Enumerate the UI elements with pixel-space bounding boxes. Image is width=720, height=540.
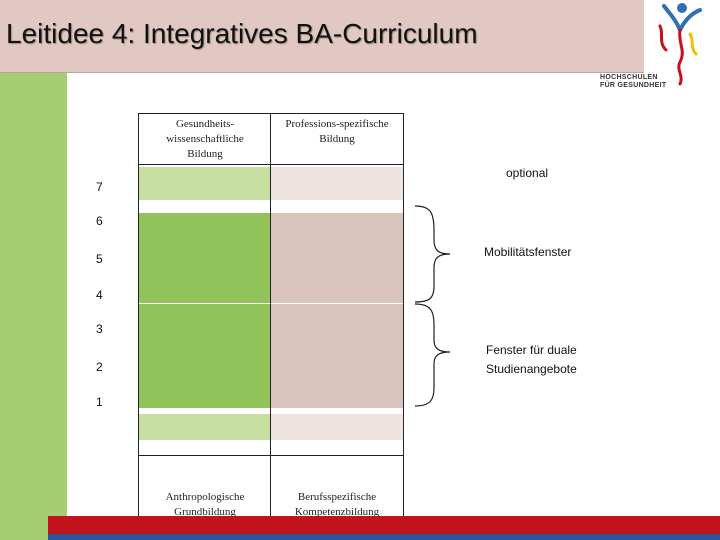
- semester-label: 7: [96, 180, 103, 194]
- cell-col1-sem3-1: [139, 304, 270, 408]
- col2-footer: Berufsspezifische Kompetenzbildung: [294, 491, 380, 518]
- cell-col1-gap: [139, 303, 270, 304]
- page-title: Leitidee 4: Integratives BA-Curriculum: [6, 18, 478, 49]
- semester-label: 3: [96, 322, 103, 336]
- semester-label: 6: [96, 214, 103, 228]
- semester-label: 5: [96, 252, 103, 266]
- semester-label: 2: [96, 360, 103, 374]
- table-header-divider: [138, 164, 404, 165]
- mobility-window-label: Mobilitätsfenster: [484, 245, 572, 259]
- curly-brace-icon: [414, 205, 451, 407]
- table-footer-divider: [138, 455, 404, 456]
- cell-col2-sem6-4: [271, 213, 403, 303]
- table-border-left: [138, 113, 139, 523]
- cell-col2-sem7: [271, 167, 403, 200]
- cell-col1-sem7: [139, 167, 270, 200]
- optional-label: optional: [506, 166, 549, 180]
- table-border-top: [138, 113, 404, 114]
- col2-header: Professions-spezifische Bildung: [285, 118, 389, 145]
- title-bar: Leitidee 4: Integratives BA-Curriculum: [0, 0, 644, 73]
- footer-red-band: [48, 516, 720, 534]
- table-border-right: [403, 113, 404, 523]
- cell-col2-sem3-1: [271, 304, 403, 408]
- col1-footer: Anthropologische Grundbildung: [165, 491, 245, 518]
- semester-label: 4: [96, 288, 103, 302]
- hochschulen-logo-icon: [658, 3, 702, 86]
- footer-blue-band: [48, 534, 720, 540]
- left-green-strip: [0, 73, 67, 540]
- cell-col2-bottom: [271, 414, 403, 440]
- semester-label: 1: [96, 395, 103, 409]
- cell-col1-sem6-4: [139, 213, 270, 303]
- cell-col1-bottom: [139, 414, 270, 440]
- table-border-middle: [270, 113, 271, 523]
- logo-text: HOCHSCHULEN FÜR GESUNDHEIT: [600, 74, 667, 89]
- col1-header: Gesundheits- wissenschaftliche Bildung: [166, 118, 244, 160]
- dual-study-window-label: Fenster für duale Studienangebote: [486, 343, 577, 376]
